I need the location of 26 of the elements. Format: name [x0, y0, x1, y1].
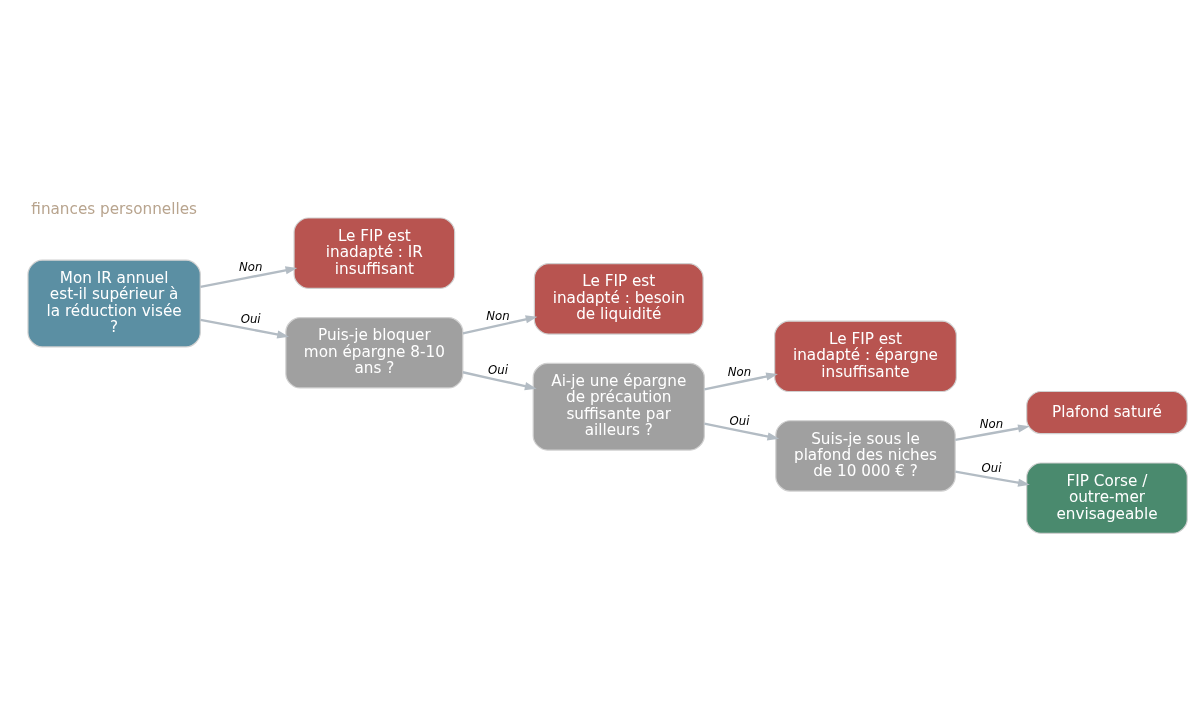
node-box: Le FIP est inadapté : IR insuffisant	[293, 216, 456, 289]
node-box: Mon IR annuel est-il supérieur à la réduction visée ?	[27, 259, 201, 347]
edge-label: Non	[979, 416, 1004, 431]
edge-label: Oui	[729, 413, 750, 428]
arrow	[704, 372, 778, 390]
edge-label: Non	[238, 259, 263, 274]
edge-label: Non	[727, 364, 752, 379]
arrow	[200, 318, 289, 339]
node-box: Plafond saturé	[1026, 390, 1188, 434]
edge-label: Oui	[240, 311, 261, 326]
edge-label: Non	[486, 308, 510, 323]
arrow	[955, 469, 1030, 487]
label: finances personnelles	[31, 199, 197, 218]
edge-label: Oui	[488, 362, 508, 377]
node-box: FIP Corse / outre-mer envisageable	[1026, 461, 1188, 534]
arrow	[462, 370, 537, 390]
arrow	[462, 314, 538, 334]
node-box: Ai-je une épargne de précaution suffisante par ailleurs ?	[532, 362, 705, 451]
node-box: Puis-je bloquer mon épargne 8-10 ans ?	[285, 316, 464, 389]
arrow	[704, 422, 780, 440]
arrow	[955, 423, 1030, 441]
arrow	[200, 265, 298, 288]
node-box: Suis-je sous le plafond des niches de 10 000 € ?	[775, 419, 956, 492]
edge-label: Oui	[981, 460, 1002, 475]
node-box: Le FIP est inadapté : épargne insuffisante	[774, 320, 957, 392]
node-box: Le FIP est inadapté : besoin de liquidité	[533, 262, 704, 335]
